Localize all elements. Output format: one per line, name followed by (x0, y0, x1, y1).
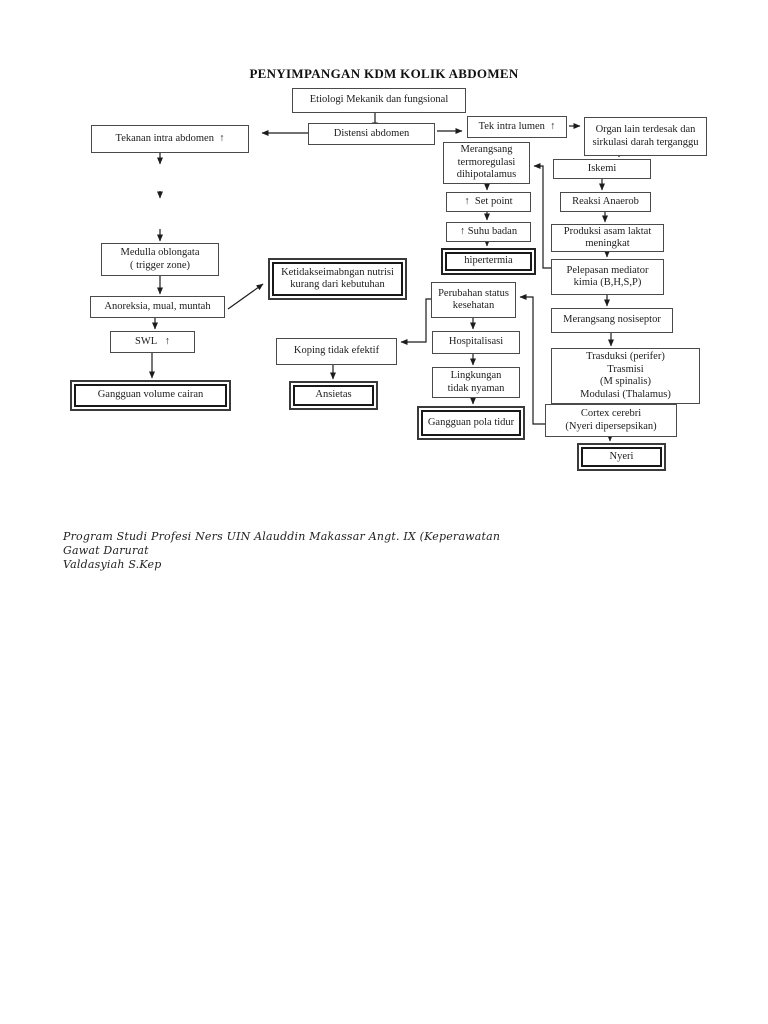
node-tek-intra-lumen: Tek intra lumen ↑ (467, 116, 567, 138)
arrow-pelepasan-termoregulasi (533, 163, 551, 269)
page-title: PENYIMPANGAN KDM KOLIK ABDOMEN (249, 66, 519, 81)
node-organ-lain: Organ lain terdesak dan sirkulasi darah … (584, 117, 707, 156)
node-nyeri: Nyeri (577, 443, 666, 471)
footer-line-2: Valdasyiah S.Kep (63, 558, 162, 571)
node-produksi-asam-laktat: Produksi asam laktat meningkat (551, 224, 664, 252)
node-trasduksi: Trasduksi (perifer) Trasmisi (M spinalis… (551, 348, 700, 404)
node-distensi-abdomen: Distensi abdomen (308, 123, 435, 145)
node-koping-tidak-efektif: Koping tidak efektif (276, 338, 397, 365)
node-hospitalisasi: Hospitalisasi (432, 331, 520, 354)
node-pelepasan-mediator: Pelepasan mediator kimia (B,H,S,P) (551, 259, 664, 295)
node-ketidakseimbangan-nutrisi: Ketidakseimabngan nutrisi kurang dari ke… (268, 258, 407, 300)
footer-line-1: Program Studi Profesi Ners UIN Alauddin … (63, 530, 501, 557)
arrow-perubahan-koping (400, 298, 431, 345)
node-perubahan-status: Perubahan status kesehatan (431, 282, 516, 318)
arrow-cortex-perubahan (519, 294, 545, 425)
footer-credit: Program Studi Profesi Ners UIN Alauddin … (63, 530, 503, 572)
node-merangsang-nosiseptor: Merangsang nosiseptor (551, 308, 673, 333)
node-swl: SWL ↑ (110, 331, 195, 353)
node-gangguan-pola-tidur: Gangguan pola tidur (417, 406, 525, 440)
node-anoreksia: Anoreksia, mual, muntah (90, 296, 225, 318)
node-lingkungan: Lingkungan tidak nyaman (432, 367, 520, 398)
node-suhu-badan: ↑ Suhu badan (446, 222, 531, 242)
arrow-anoreksia-nutrisi (227, 283, 264, 310)
node-etiologi: Etiologi Mekanik dan fungsional (292, 88, 466, 113)
node-tekanan-intra-abdomen: Tekanan intra abdomen ↑ (91, 125, 249, 153)
node-medulla-oblongata: Medulla oblongata ( trigger zone) (101, 243, 219, 276)
node-merangsang-termoregulasi: Merangsang termoregulasi dihipotalamus (443, 142, 530, 184)
node-set-point: ↑ Set point (446, 192, 531, 212)
node-ansietas: Ansietas (289, 381, 378, 410)
node-reaksi-anaerob: Reaksi Anaerob (560, 192, 651, 212)
node-gangguan-volume-cairan: Gangguan volume cairan (70, 380, 231, 411)
node-iskemi: Iskemi (553, 159, 651, 179)
node-hipertermia: hipertermia (441, 248, 536, 275)
node-cortex-cerebri: Cortex cerebri (Nyeri dipersepsikan) (545, 404, 677, 437)
